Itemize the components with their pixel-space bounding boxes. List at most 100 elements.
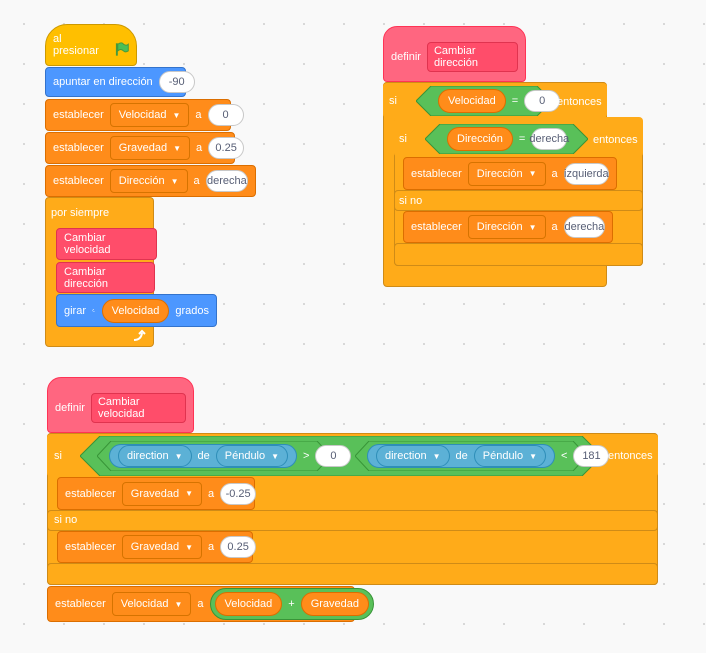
dropdown-text: Dirección: [476, 221, 523, 233]
forever-label: por siempre: [51, 205, 109, 221]
if-else-bottom-arm: [394, 243, 643, 266]
set-velocidad-sum-block[interactable]: establecer Velocidad▼ a Velocidad + Grav…: [47, 586, 374, 622]
set-gravedad-block[interactable]: establecer Gravedad▼ a 0.25: [45, 132, 245, 164]
to-label: a: [197, 598, 204, 610]
set-velocidad-block[interactable]: establecer Velocidad ▼ a 0: [45, 99, 244, 131]
set-gravedad-negative-block[interactable]: establecer Gravedad▼ a -0.25: [57, 477, 257, 510]
if-else-bottom-arm: [47, 563, 658, 585]
variable-dropdown-gravedad[interactable]: Gravedad▼: [121, 535, 202, 559]
variable-dropdown-velocidad[interactable]: Velocidad ▼: [109, 103, 190, 127]
then-label: entonces: [557, 94, 602, 110]
set-label: establecer: [65, 541, 116, 553]
then-text: entonces: [557, 96, 602, 108]
if-label: si: [389, 95, 397, 107]
equals-velocidad-operator[interactable]: Velocidad = 0: [416, 86, 561, 116]
compare-value-input[interactable]: 0: [315, 445, 352, 467]
and-label: y: [336, 449, 342, 463]
custom-block-name[interactable]: Cambiar velocidad: [90, 393, 186, 423]
chevron-down-icon: ▼: [185, 489, 193, 498]
if-label: si: [54, 450, 62, 462]
when-flag-label: al presionar: [53, 33, 99, 57]
operator-symbol: +: [288, 598, 295, 610]
compare-value-input[interactable]: 0: [524, 90, 561, 112]
if-label: si: [399, 133, 407, 145]
compare-value-input[interactable]: 181: [573, 445, 610, 467]
else-text: si no: [54, 514, 78, 526]
turn-left-block[interactable]: girar Velocidad grados: [56, 294, 217, 327]
set-direccion-izquierda-block[interactable]: establecer Dirección▼ a izquierda: [403, 157, 617, 190]
dropdown-text: direction: [385, 450, 427, 462]
custom-block-label: Cambiar dirección: [433, 45, 478, 69]
value-input[interactable]: 0.25: [220, 536, 257, 558]
dropdown-text: Dirección: [118, 175, 165, 187]
dropdown-text: Velocidad: [118, 109, 167, 121]
variable-dropdown-direccion[interactable]: Dirección▼: [467, 161, 546, 186]
direccion-reporter[interactable]: Dirección: [447, 127, 513, 151]
equals-direccion-operator[interactable]: Dirección = derecha: [425, 124, 588, 154]
gravedad-reporter[interactable]: Gravedad: [300, 592, 369, 616]
value-input[interactable]: 0: [207, 104, 244, 126]
when-flag-clicked-hat[interactable]: al presionar: [45, 24, 137, 66]
call-label: Cambiar velocidad: [64, 232, 111, 256]
set-label: establecer: [411, 221, 462, 233]
call-cambiar-velocidad-block[interactable]: Cambiar velocidad: [56, 228, 157, 260]
less-than-operator[interactable]: direction▼ de Péndulo▼ < 181: [355, 441, 610, 471]
value-input[interactable]: derecha: [205, 170, 248, 192]
to-label: a: [195, 109, 202, 121]
green-flag-icon: [115, 42, 129, 56]
sensing-of-block-right[interactable]: direction▼ de Péndulo▼: [367, 444, 556, 468]
compare-value-input[interactable]: derecha: [529, 128, 569, 150]
sprite-dropdown[interactable]: Péndulo▼: [473, 445, 547, 467]
variable-dropdown-gravedad[interactable]: Gravedad▼: [109, 136, 190, 160]
chevron-down-icon: ▼: [170, 176, 179, 186]
custom-block-name[interactable]: Cambiar dirección: [426, 42, 518, 72]
dropdown-text: direction: [127, 450, 169, 462]
then-text: entonces: [593, 134, 638, 146]
then-label: entonces: [608, 449, 653, 463]
reporter-text: Velocidad: [224, 598, 273, 610]
if-direccion-row: si: [399, 126, 407, 152]
velocidad-reporter[interactable]: Velocidad: [214, 592, 283, 616]
chevron-down-icon: ▼: [528, 169, 537, 178]
of-label: de: [197, 450, 210, 462]
set-label: establecer: [55, 598, 106, 610]
variable-dropdown-velocidad[interactable]: Velocidad▼: [111, 592, 192, 616]
chevron-down-icon: ▼: [271, 451, 280, 461]
reporter-text: Gravedad: [310, 598, 359, 610]
then-text: entonces: [608, 450, 653, 462]
set-direccion-derecha-block[interactable]: establecer Dirección▼ a derecha: [403, 211, 613, 243]
value-input[interactable]: 0.25: [208, 137, 245, 159]
call-cambiar-direccion-block[interactable]: Cambiar dirección: [56, 262, 155, 293]
to-label: a: [208, 487, 215, 500]
velocidad-reporter[interactable]: Velocidad: [438, 89, 506, 113]
greater-than-operator[interactable]: direction▼ de Péndulo▼ > 0: [97, 441, 352, 471]
variable-dropdown-direccion[interactable]: Dirección ▼: [109, 169, 188, 193]
define-label: definir: [55, 402, 85, 414]
attribute-dropdown[interactable]: direction▼: [118, 445, 192, 467]
to-label: a: [193, 175, 200, 187]
reporter-text: Velocidad: [111, 304, 160, 317]
variable-dropdown-direccion[interactable]: Dirección▼: [467, 215, 546, 239]
value-input[interactable]: -0.25: [220, 482, 257, 505]
operator-symbol: >: [303, 450, 310, 462]
else-label: si no: [399, 195, 422, 207]
add-operator[interactable]: Velocidad + Gravedad: [209, 588, 374, 620]
value-input[interactable]: derecha: [563, 216, 605, 238]
define-hat-cambiar-direccion[interactable]: definir Cambiar dirección: [383, 26, 526, 82]
chevron-down-icon: ▼: [172, 110, 181, 120]
set-direccion-block[interactable]: establecer Dirección▼ a derecha: [45, 165, 256, 197]
attribute-dropdown[interactable]: direction▼: [376, 445, 450, 467]
variable-dropdown-gravedad[interactable]: Gravedad▼: [121, 481, 202, 506]
to-label: a: [551, 221, 558, 233]
custom-block-label: Cambiar velocidad: [97, 396, 145, 420]
define-hat-cambiar-velocidad[interactable]: definir Cambiar velocidad: [47, 377, 194, 433]
set-gravedad-positive-block[interactable]: establecer Gravedad▼ a 0.25: [57, 531, 257, 563]
set-label: establecer: [53, 109, 104, 121]
operator-symbol: <: [561, 450, 568, 462]
direction-input[interactable]: -90: [158, 71, 195, 93]
point-in-direction-block[interactable]: apuntar en dirección -90: [45, 67, 195, 97]
value-input[interactable]: izquierda: [563, 162, 609, 185]
velocidad-reporter[interactable]: Velocidad: [101, 298, 170, 323]
sensing-of-block-left[interactable]: direction▼ de Péndulo▼: [109, 444, 298, 468]
sprite-dropdown[interactable]: Péndulo▼: [215, 445, 289, 467]
